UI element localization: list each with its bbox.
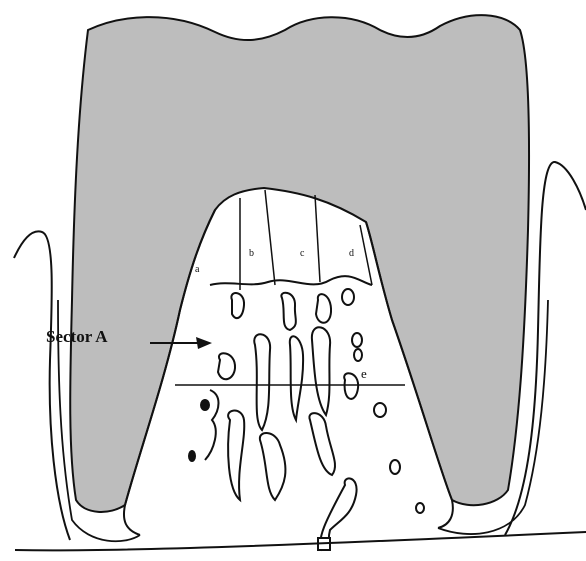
trabecula-18 [416,503,424,513]
trabecula-1 [231,293,244,318]
trabecula-2 [281,293,295,330]
sector-arrow-head [196,337,212,349]
trabecula-8 [352,333,362,347]
trabecula-3 [316,294,331,323]
trabecula-6 [290,336,303,420]
region-label-b: b [249,248,254,259]
trabecula-10 [218,353,235,379]
region-label-e: e [361,366,367,381]
trabecula-13 [260,433,286,500]
trabecula-16 [374,403,386,417]
region-label-c: c [300,248,305,259]
trabecula-9 [354,349,362,361]
region-label-a: a [195,264,200,275]
trabecula-4 [342,289,354,305]
region-label-d: d [349,248,354,259]
tooth-body [70,15,529,512]
trabecula-7 [312,327,330,415]
divider-c-d [315,195,320,282]
trabecula-12 [228,411,244,500]
trabecula-14 [309,413,335,475]
trabecula-17 [390,460,400,474]
left-gingiva-outline [14,231,70,540]
interradicular-outline [210,276,372,285]
dark-dot-1 [200,399,210,411]
trabecula-11 [344,373,358,399]
dark-dot-2 [188,450,196,462]
trabecula-5 [254,334,270,430]
sector-a-label: Sector A [46,327,108,346]
divider-b-c [265,190,275,285]
base-line [15,532,586,550]
